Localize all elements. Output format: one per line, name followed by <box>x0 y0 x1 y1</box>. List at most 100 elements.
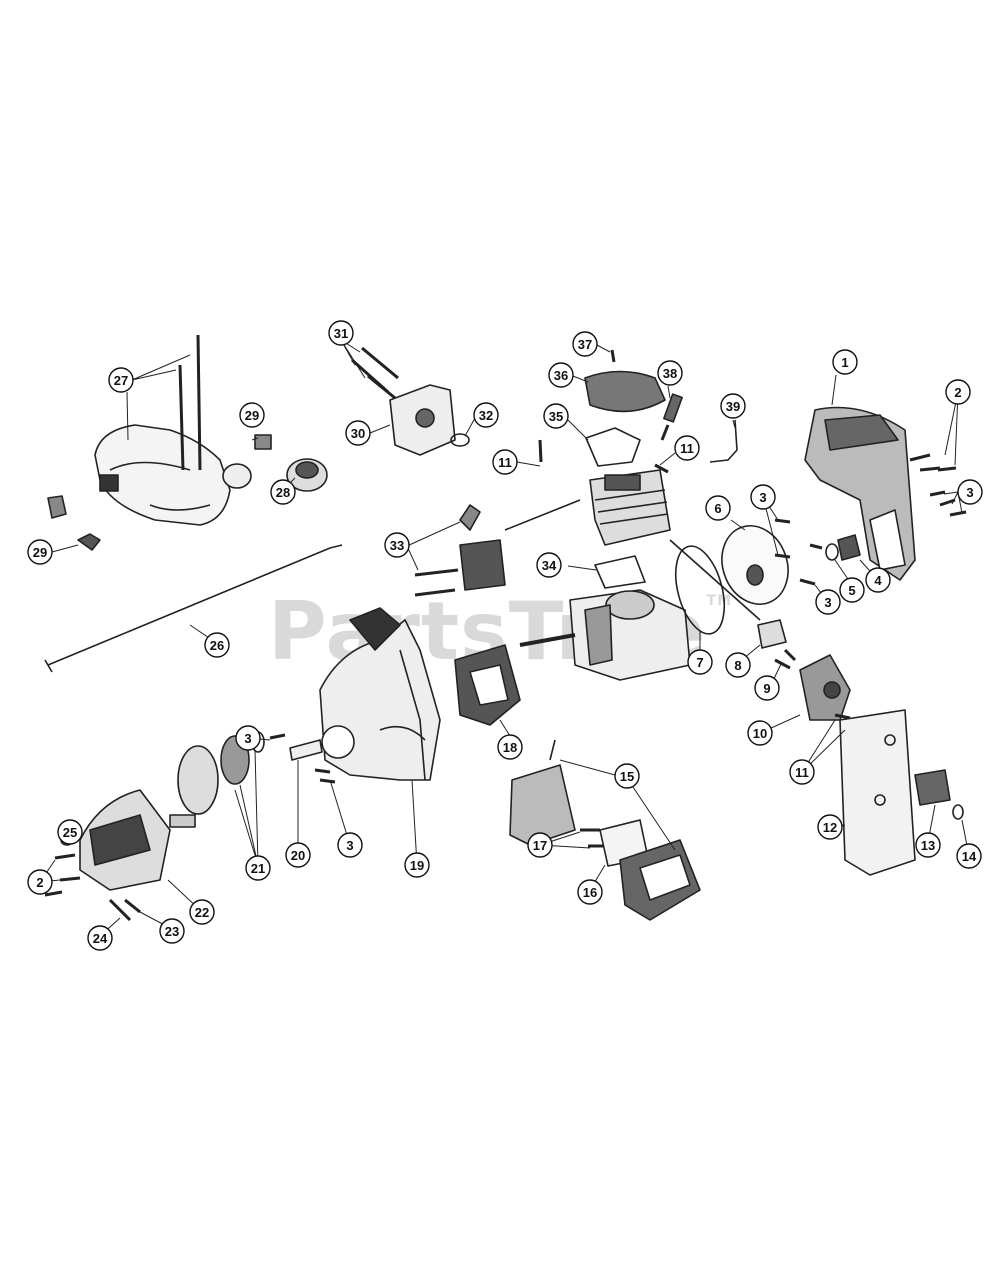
fuel-tank-part <box>94 334 252 526</box>
callout-9: 9 <box>754 675 780 701</box>
svg-text:16: 16 <box>583 885 597 900</box>
callout-3e: 3 <box>337 832 363 858</box>
svg-text:27: 27 <box>114 373 128 388</box>
svg-text:13: 13 <box>921 838 935 853</box>
callout-10: 10 <box>747 720 773 746</box>
callout-3c: 3 <box>815 589 841 615</box>
svg-text:29: 29 <box>33 545 47 560</box>
callout-6: 6 <box>705 495 731 521</box>
gasket-part-35 <box>585 427 641 467</box>
carburetor-adapter-part <box>799 654 851 721</box>
svg-text:25: 25 <box>63 825 77 840</box>
callout-8: 8 <box>725 652 751 678</box>
svg-text:15: 15 <box>620 769 634 784</box>
washer-part-5 <box>825 543 839 561</box>
crankcase-part <box>519 589 691 681</box>
callout-1: 1 <box>832 349 858 375</box>
callout-25: 25 <box>57 819 83 845</box>
svg-text:14: 14 <box>962 849 977 864</box>
svg-text:5: 5 <box>848 583 855 598</box>
callout-21: 21 <box>245 855 271 881</box>
filter-base-part <box>509 739 576 846</box>
callout-27: 27 <box>108 367 134 393</box>
callout-12: 12 <box>817 814 843 840</box>
svg-text:35: 35 <box>549 409 563 424</box>
callout-2b: 2 <box>27 869 53 895</box>
svg-text:18: 18 <box>503 740 517 755</box>
svg-text:31: 31 <box>334 326 348 341</box>
svg-text:1: 1 <box>841 355 848 370</box>
callout-19: 19 <box>404 852 430 878</box>
svg-text:6: 6 <box>714 501 721 516</box>
callout-33: 33 <box>384 532 410 558</box>
callout-31: 31 <box>328 320 354 346</box>
engine-housing-part <box>804 406 916 581</box>
callout-3a: 3 <box>957 479 983 505</box>
callout-2a: 2 <box>945 379 971 405</box>
svg-text:20: 20 <box>291 848 305 863</box>
callout-14: 14 <box>956 843 982 869</box>
callout-38: 38 <box>657 360 683 386</box>
carburetor-part <box>914 769 951 806</box>
svg-text:22: 22 <box>195 905 209 920</box>
callout-20: 20 <box>285 842 311 868</box>
callout-5: 5 <box>839 577 865 603</box>
svg-text:24: 24 <box>93 931 108 946</box>
svg-text:26: 26 <box>210 638 224 653</box>
svg-text:29: 29 <box>245 408 259 423</box>
callout-15: 15 <box>614 763 640 789</box>
callout-24: 24 <box>87 925 113 951</box>
callout-13: 13 <box>915 832 941 858</box>
flywheel-part <box>454 644 521 726</box>
callout-3b: 3 <box>750 484 776 510</box>
callout-4: 4 <box>865 567 891 593</box>
bracket-part-8 <box>757 619 787 649</box>
svg-text:23: 23 <box>165 924 179 939</box>
svg-text:3: 3 <box>824 595 831 610</box>
callout-11a: 11 <box>492 449 518 475</box>
throttle-cable-part <box>47 544 343 666</box>
svg-text:39: 39 <box>726 399 740 414</box>
callout-11c: 11 <box>789 759 815 785</box>
callout-7: 7 <box>687 649 713 675</box>
callout-17: 17 <box>527 832 553 858</box>
svg-text:3: 3 <box>966 485 973 500</box>
callout-16: 16 <box>577 879 603 905</box>
gasket-part-32 <box>450 433 470 447</box>
cylinder-part <box>589 469 671 546</box>
callout-32: 32 <box>473 402 499 428</box>
svg-text:2: 2 <box>954 385 961 400</box>
bushing-part-29a <box>254 434 272 450</box>
ignition-coil-part <box>414 504 506 597</box>
spark-plug-part <box>660 393 683 441</box>
callout-3d: 3 <box>235 725 261 751</box>
svg-text:21: 21 <box>251 861 265 876</box>
primer-bulb-part <box>286 458 328 492</box>
heat-shield-part <box>839 709 916 876</box>
pin-part-20 <box>289 739 323 761</box>
svg-text:9: 9 <box>763 681 770 696</box>
svg-text:19: 19 <box>410 858 424 873</box>
svg-text:2: 2 <box>36 875 43 890</box>
svg-text:37: 37 <box>578 337 592 352</box>
svg-text:11: 11 <box>795 765 809 780</box>
svg-text:32: 32 <box>479 408 493 423</box>
air-filter-cover-part <box>351 346 456 456</box>
callout-30: 30 <box>345 420 371 446</box>
gasket-part-14 <box>952 804 964 820</box>
callout-18: 18 <box>497 734 523 760</box>
svg-text:33: 33 <box>390 538 404 553</box>
starter-housing-part <box>319 607 441 781</box>
svg-text:17: 17 <box>533 838 547 853</box>
ground-wire-part <box>709 419 738 463</box>
callout-29b: 29 <box>27 539 53 565</box>
svg-text:4: 4 <box>874 573 882 588</box>
gasket-part-34 <box>594 555 646 589</box>
svg-text:12: 12 <box>823 820 837 835</box>
callout-23: 23 <box>159 918 185 944</box>
svg-text:11: 11 <box>680 441 694 456</box>
svg-text:3: 3 <box>759 490 766 505</box>
callout-39: 39 <box>720 393 746 419</box>
